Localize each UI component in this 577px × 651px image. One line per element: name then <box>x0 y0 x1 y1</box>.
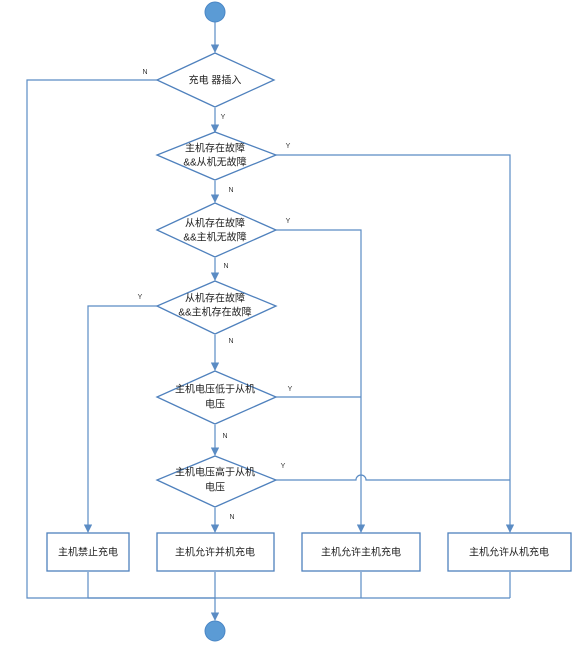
label-d2-yes: Y <box>286 218 291 225</box>
box-slave-rect <box>447 532 572 572</box>
box-master-label: 主机允许主机充电 <box>321 546 401 559</box>
d4-line1: 主机电压低于从机 <box>175 383 255 396</box>
label-d5-yes: Y <box>281 463 286 470</box>
d5-line1: 主机电压高于从机 <box>175 466 255 479</box>
d2-line1: 从机存在故障 <box>185 217 245 230</box>
label-d5-no: N <box>229 514 234 521</box>
charger-node: 充电 器插入 <box>155 52 276 108</box>
edge-d2-yes-to-master <box>276 229 366 533</box>
decision-d1: 主机存在故障 &&从机无故障 <box>155 131 278 181</box>
d3-line1: 从机存在故障 <box>185 292 245 305</box>
d1-line1: 主机存在故障 <box>185 142 245 155</box>
box-forbid: 主机禁止充电 <box>46 532 130 572</box>
d1-diamond <box>155 131 278 181</box>
edge-d3-yes-to-forbid <box>83 305 157 533</box>
decision-d3: 从机存在故障 &&主机存在故障 <box>155 280 278 335</box>
label-d1-no: N <box>228 187 233 194</box>
box-slave-label: 主机允许从机充电 <box>469 546 549 559</box>
label-charger-yes: Y <box>221 114 226 121</box>
end-circle-icon <box>204 620 226 642</box>
d2-diamond <box>155 202 278 258</box>
decision-d4: 主机电压低于从机 电压 <box>155 370 278 425</box>
label-d4-no: N <box>222 433 227 440</box>
edge-labels: N Y Y N Y N Y N Y N Y N <box>138 69 293 521</box>
label-d2-no: N <box>223 263 228 270</box>
decision-d2: 从机存在故障 &&主机无故障 <box>155 202 278 258</box>
d4-line2: 电压 <box>205 398 225 411</box>
start-circle-icon <box>204 1 226 23</box>
charger-diamond <box>155 52 276 108</box>
connectors <box>26 22 515 621</box>
label-d3-yes: Y <box>138 294 143 301</box>
box-forbid-label: 主机禁止充电 <box>58 546 118 559</box>
edge-d1-yes-to-slave <box>276 154 515 533</box>
d4-diamond <box>155 370 278 425</box>
box-master-rect <box>301 532 421 572</box>
box-parallel-rect <box>156 532 275 572</box>
d3-diamond <box>155 280 278 335</box>
d5-diamond <box>155 455 278 508</box>
decision-d5: 主机电压高于从机 电压 <box>155 455 278 508</box>
d5-line2: 电压 <box>205 481 225 494</box>
box-parallel: 主机允许并机充电 <box>156 532 275 572</box>
box-master: 主机允许主机充电 <box>301 532 421 572</box>
d3-line2: &&主机存在故障 <box>178 306 251 319</box>
box-forbid-rect <box>46 532 130 572</box>
label-d1-yes: Y <box>286 143 291 150</box>
edge-d5-yes-to-slave <box>276 474 510 481</box>
d1-line2: &&从机无故障 <box>183 156 246 169</box>
box-parallel-label: 主机允许并机充电 <box>175 546 255 559</box>
label-charger-no: N <box>142 69 147 76</box>
charger-label: 充电 器插入 <box>189 74 242 87</box>
label-d4-yes: Y <box>288 386 293 393</box>
label-d3-no: N <box>228 338 233 345</box>
box-slave: 主机允许从机充电 <box>447 532 572 572</box>
d2-line2: &&主机无故障 <box>183 231 246 244</box>
